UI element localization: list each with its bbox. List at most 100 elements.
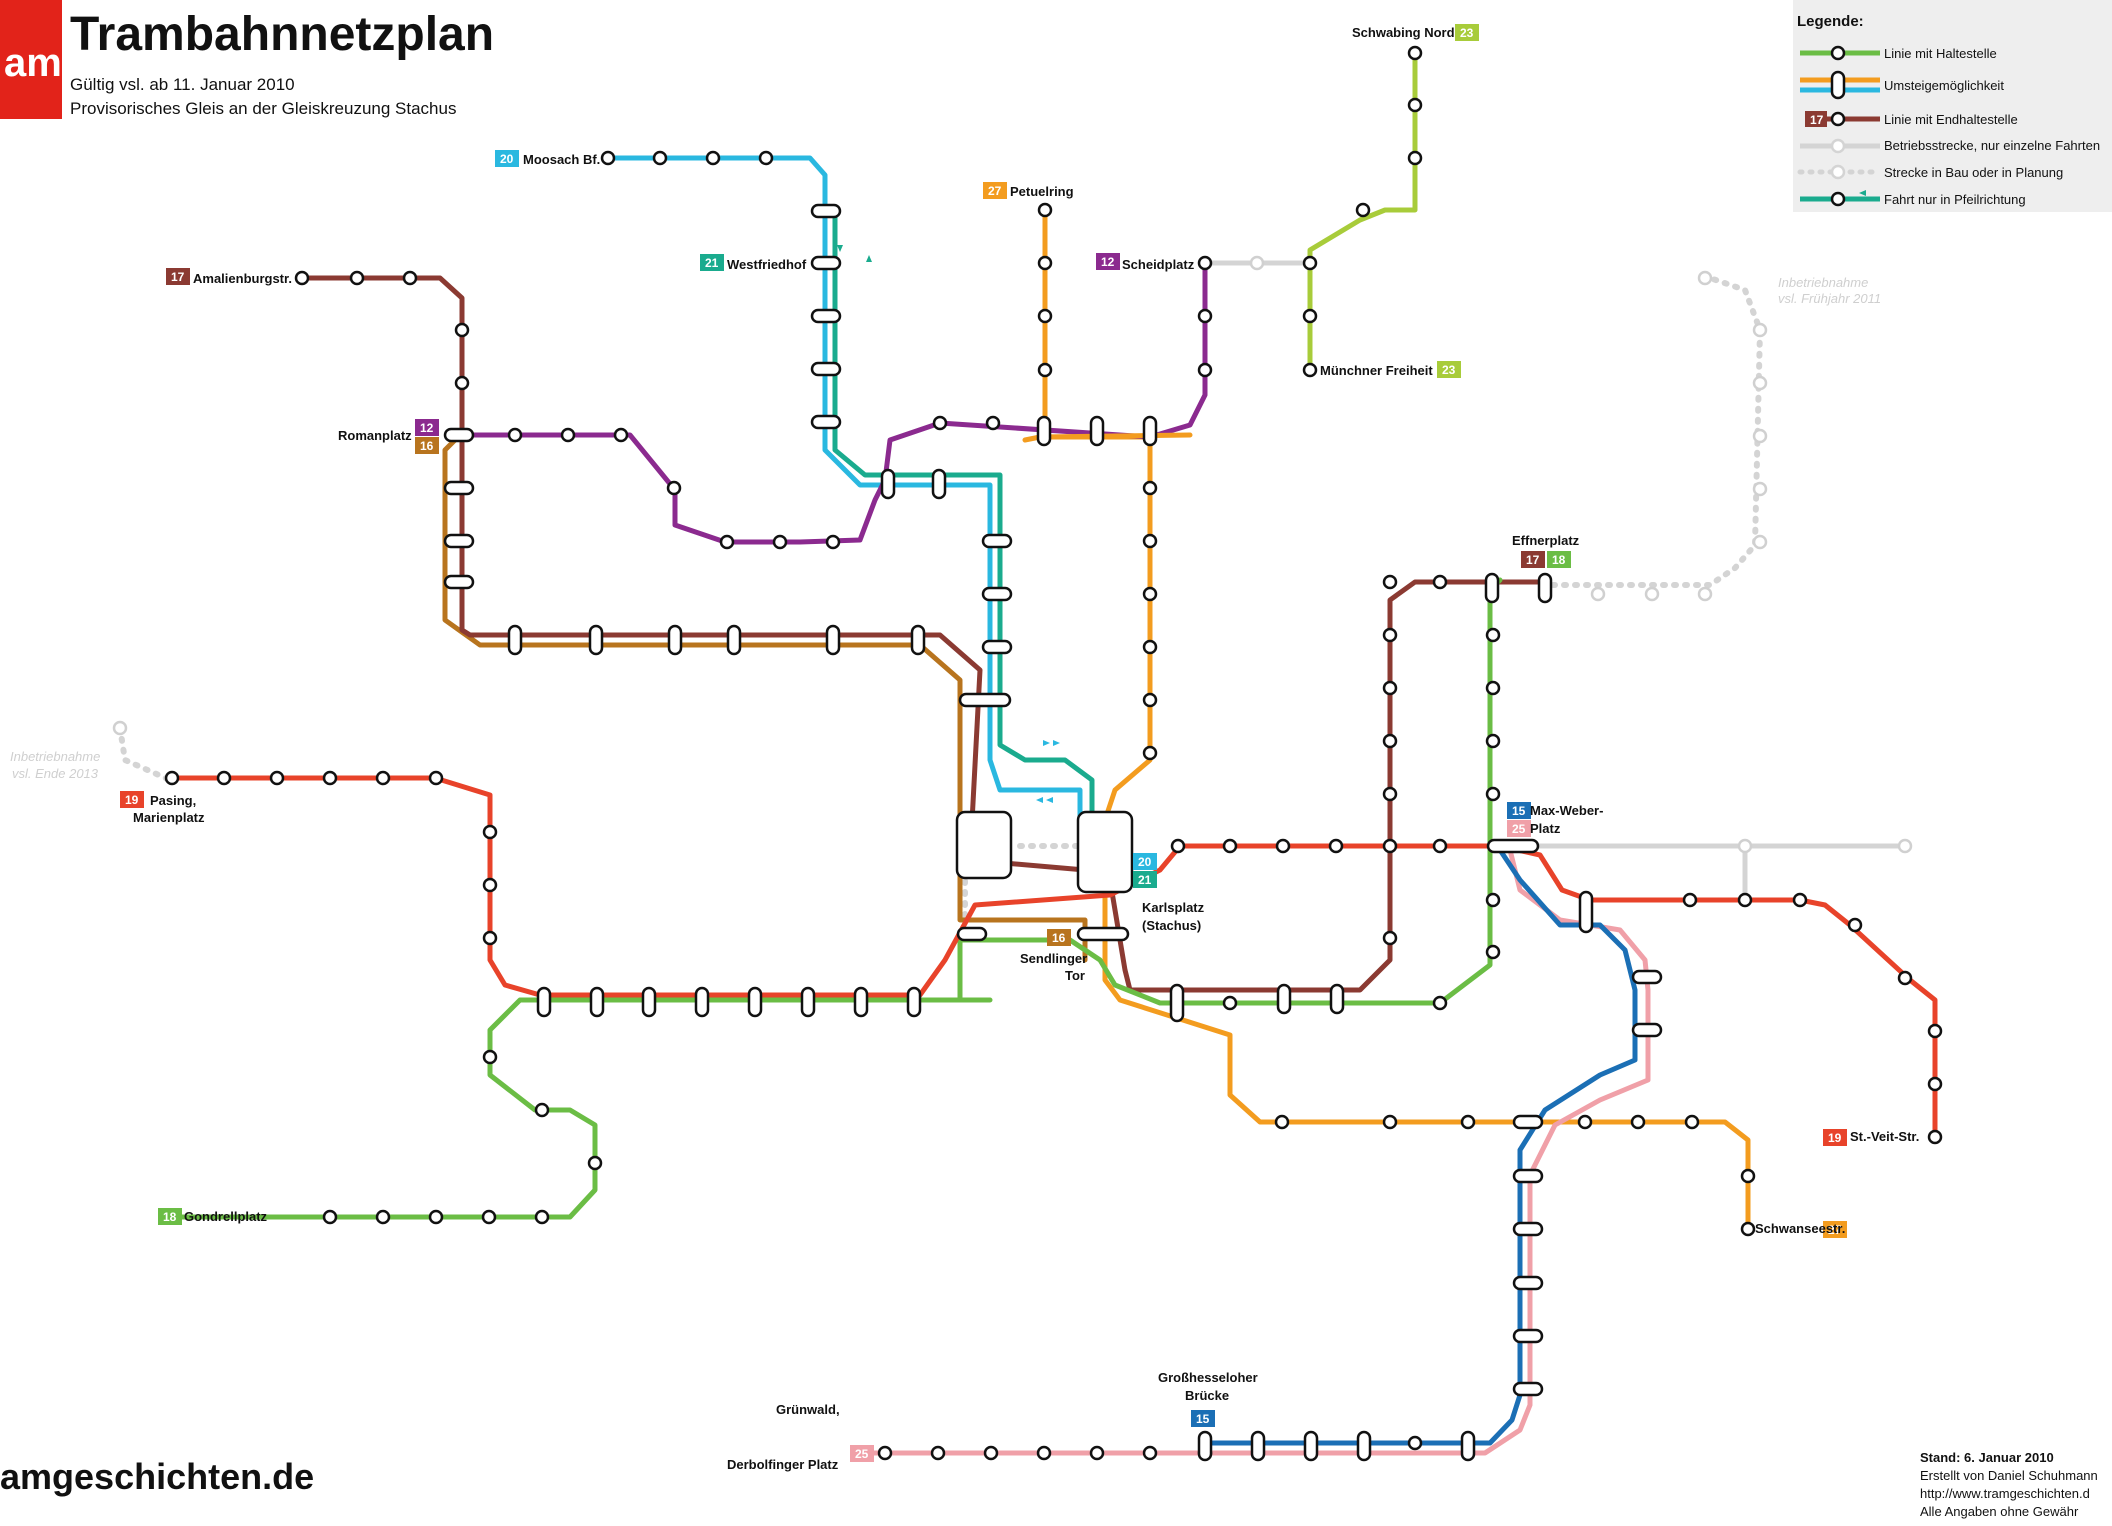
stop-pionierschule[interactable] [1752, 481, 1768, 497]
stop-schluesselbergstr[interactable] [1847, 917, 1863, 933]
stop-agnes-bernauer-str[interactable] [482, 930, 498, 946]
stop-taimerhofstr[interactable] [1752, 428, 1768, 444]
stop-tivolistr-top[interactable] [1382, 574, 1398, 590]
stop-schloss-nymphenburg[interactable] [454, 375, 470, 391]
stop-suedtiroler-str[interactable] [1512, 1381, 1544, 1397]
stop-max-weber-platz[interactable] [1486, 838, 1540, 854]
stop-gruenwald-robert-koch-str[interactable] [1036, 1445, 1052, 1461]
stop-neuhausen[interactable] [613, 427, 629, 443]
stop-potsdamer-str[interactable] [1302, 308, 1318, 324]
stop-clemensstr[interactable] [1197, 362, 1213, 378]
stop-kreillerstr[interactable] [1927, 1076, 1943, 1092]
stop-hohenzollernplatz[interactable] [1089, 415, 1105, 447]
stop-ammerseestr[interactable] [375, 1209, 391, 1225]
stop-scheidplatz[interactable] [1197, 255, 1213, 271]
stop-am-lokschuppen[interactable] [589, 986, 605, 1018]
stop-schwanseestr[interactable] [1740, 1221, 1756, 1237]
stop-volkartstr[interactable] [666, 480, 682, 496]
stop-petuelring[interactable] [1037, 202, 1053, 218]
stop-deroystr[interactable] [726, 624, 742, 656]
stop-fasaneriestr[interactable] [825, 534, 841, 550]
stop-theatinerstr[interactable] [1222, 838, 1238, 854]
stop-ackermannstr[interactable] [1037, 308, 1053, 324]
stop-holbeinstr[interactable] [1485, 733, 1501, 749]
stop-barthstr[interactable] [641, 986, 657, 1018]
stop-rotkreuzplatz[interactable] [719, 534, 735, 550]
stop-effnerplatz[interactable] [1537, 572, 1553, 604]
stop-harlaching[interactable] [1303, 1430, 1319, 1462]
stop-infanteriestr[interactable] [932, 415, 948, 431]
stop-parzivalplatz[interactable] [1302, 255, 1318, 271]
stop-st-emmeram[interactable] [1697, 270, 1713, 286]
stop-karlstr[interactable] [981, 639, 1013, 655]
stop-reichenbachplatz[interactable] [1222, 995, 1238, 1011]
stop-koelner-platz[interactable] [1249, 255, 1265, 271]
stop-deutsches-museum[interactable] [1432, 995, 1448, 1011]
stop-regerplatz[interactable] [1631, 1022, 1663, 1038]
stop-westfriedhof[interactable] [810, 255, 842, 271]
stop-am-muenchner-tor[interactable] [1355, 202, 1371, 218]
stop-nordendstr[interactable] [1142, 533, 1158, 549]
stop-muellerstr[interactable] [1169, 983, 1185, 1023]
stop-grillparzerstr[interactable] [1737, 838, 1753, 854]
stop-schwabing-nord[interactable] [1407, 45, 1423, 61]
stop-westbad[interactable] [322, 770, 338, 786]
stop-borstei[interactable] [810, 308, 842, 324]
stop-cosimapark[interactable] [1697, 586, 1713, 602]
stop-rosenheimer-platz[interactable] [1631, 969, 1663, 985]
stop-holzapfelstr[interactable] [800, 986, 816, 1018]
stop-hopfenstr[interactable] [910, 624, 926, 656]
stop-agnes-bernauer-platz[interactable] [482, 824, 498, 840]
stop-gartenstr[interactable] [1037, 255, 1053, 271]
stop-karl-theodor-str[interactable] [1197, 308, 1213, 324]
stop-bundesfinanzhof[interactable] [1485, 627, 1501, 643]
stop-kurzstr[interactable] [1512, 1328, 1544, 1344]
stop-lenbachplatz[interactable] [1170, 838, 1186, 854]
stop-am-gasteig[interactable] [1485, 944, 1501, 960]
stop-olympiapark-west[interactable] [810, 361, 842, 377]
stop-tiroler-platz[interactable] [1460, 1430, 1476, 1462]
stop-hauptbahnhof-sued[interactable] [956, 926, 988, 942]
stop-gruenwald-ludwig-thoma-str[interactable] [930, 1445, 946, 1461]
stop-arabellastr[interactable] [1590, 586, 1606, 602]
stop-saeulingstr[interactable] [481, 1209, 497, 1225]
stop-evastr[interactable] [1752, 534, 1768, 550]
stop-lothstr[interactable] [931, 468, 947, 500]
stop-stegener-weg[interactable] [428, 1209, 444, 1225]
stop-nationaltheater[interactable] [1275, 838, 1291, 854]
stop-herzogstr[interactable] [1037, 362, 1053, 378]
stop-kurfuerstenplatz[interactable] [1142, 415, 1158, 447]
stop-romanplatz[interactable] [443, 427, 475, 443]
stop-steubenplatz[interactable] [443, 533, 475, 549]
stop-mutschellestr[interactable] [1927, 1023, 1943, 1039]
stop-fraunhoferstr[interactable] [1274, 1114, 1290, 1130]
stop-mariahilfplatz[interactable] [1460, 1114, 1476, 1130]
stop-karolinenplatz[interactable] [1142, 692, 1158, 708]
stop-kriemhildenstr[interactable] [443, 480, 475, 496]
stop-sandstr[interactable] [981, 533, 1013, 549]
stop-hauptbahnhof-nord[interactable] [958, 692, 1012, 708]
stop-tivolistr[interactable] [1382, 627, 1398, 643]
stop-chiemgaustr[interactable] [1740, 1168, 1756, 1184]
stop-theodolindenplatz[interactable] [1356, 1430, 1372, 1462]
stop-anni-albers-str[interactable] [1407, 150, 1423, 166]
stop-fachnerstr[interactable] [534, 1209, 550, 1225]
stop-lohensteinstr[interactable] [375, 770, 391, 786]
stop-grosshesselohe-cap[interactable] [1197, 1430, 1213, 1462]
stop-westendstr[interactable] [587, 1155, 603, 1171]
stop-woerthstr[interactable] [1578, 890, 1594, 934]
stop-friedensengel[interactable] [1485, 786, 1501, 802]
stop-ampfingstr[interactable] [1792, 892, 1808, 908]
stop-goethe-institut[interactable] [810, 414, 842, 430]
stop-fuerstenrieder-str[interactable] [482, 877, 498, 893]
stop-gruenwald-derbolfinger-platz[interactable] [877, 1445, 893, 1461]
stop-maximilianeum[interactable] [1432, 838, 1448, 854]
stop-hauptbahnhof[interactable] [955, 810, 1013, 880]
stop-eduard-schmid-str[interactable] [1382, 1114, 1398, 1130]
stop-haidenauplatz[interactable] [1737, 892, 1753, 908]
stop-werinherstr[interactable] [1630, 1114, 1646, 1130]
stop-burghausener-str[interactable] [507, 624, 523, 656]
stop-pinakotheken[interactable] [1142, 639, 1158, 655]
stop-hanauer-str[interactable] [810, 203, 842, 219]
stop-lehel[interactable] [1382, 786, 1398, 802]
